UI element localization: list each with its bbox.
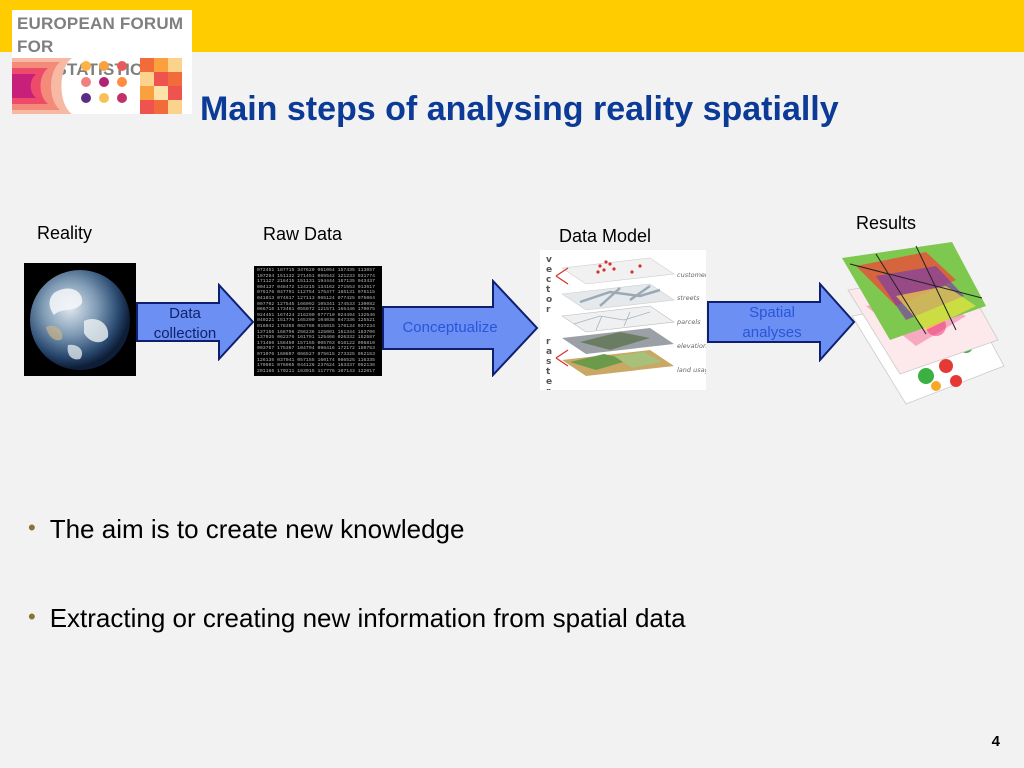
bullet-dot-icon: • [28,515,36,540]
bullet-dot-icon: • [28,604,36,629]
spatial-analyses-label-line-1: Spatial [749,304,795,321]
data-collection-arrow [136,283,255,361]
bullet-item-1: • The aim is to create new knowledge [28,514,464,545]
svg-text:o: o [546,295,552,305]
svg-text:r: r [546,305,551,315]
svg-text:e: e [546,265,552,275]
bullet-item-2: • Extracting or creating new information … [28,603,686,634]
layer-label-streets: streets [677,294,700,302]
raw-data-image: 072451 187715 347620 061064 157435 11305… [254,266,382,376]
earth-icon [30,270,130,370]
svg-text:r: r [546,337,551,347]
spatial-analyses-arrow [707,282,856,362]
data-collection-label-line-1: Data [169,305,201,322]
data-model-image: v e c t o r r a s t e r customers street… [540,250,713,397]
svg-text:s: s [546,357,551,367]
bullet-text-2: Extracting or creating new information f… [49,603,686,633]
page-title: Main steps of analysing reality spatiall… [200,90,839,128]
raw-data-numbers: 072451 187715 347620 061064 157435 11305… [257,268,376,374]
svg-text:t: t [546,285,551,295]
svg-text:e: e [546,377,552,387]
earth-image [24,263,136,376]
layer-label-elevation: elevation [677,342,706,350]
bullet-text-1: The aim is to create new knowledge [49,514,465,544]
label-results: Results [856,213,917,233]
svg-text:a: a [546,347,552,357]
logo-line-1: EUROPEAN FORUM [17,14,184,33]
spatial-analyses-label: Spatial analyses [712,303,832,343]
logo-graphic-icon [12,58,182,114]
svg-text:v: v [546,255,552,265]
results-image [836,236,1012,408]
page-number: 4 [991,733,1000,750]
svg-text:r: r [546,387,551,390]
data-model-layers-icon: v e c t o r r a s t e r customers street… [546,255,713,397]
data-collection-label: Data collection [137,304,233,344]
label-raw-data: Raw Data [263,224,343,244]
layer-label-parcels: parcels [676,318,701,326]
data-collection-label-line-2: collection [153,325,217,342]
svg-text:t: t [546,367,551,377]
conceptualize-label: Conceptualize [402,319,498,336]
svg-text:c: c [546,275,551,285]
label-reality: Reality [37,223,93,243]
layer-label-land-usage: land usage [677,366,706,374]
layer-label-customers: customers [677,271,706,279]
label-data-model: Data Model [559,226,652,246]
results-layers-icon [842,242,1005,405]
conceptualize-arrow [382,279,539,377]
spatial-analyses-label-line-2: analyses [742,324,802,341]
logo: EUROPEAN FORUM FOR GEOSTATISTICS [12,10,192,114]
